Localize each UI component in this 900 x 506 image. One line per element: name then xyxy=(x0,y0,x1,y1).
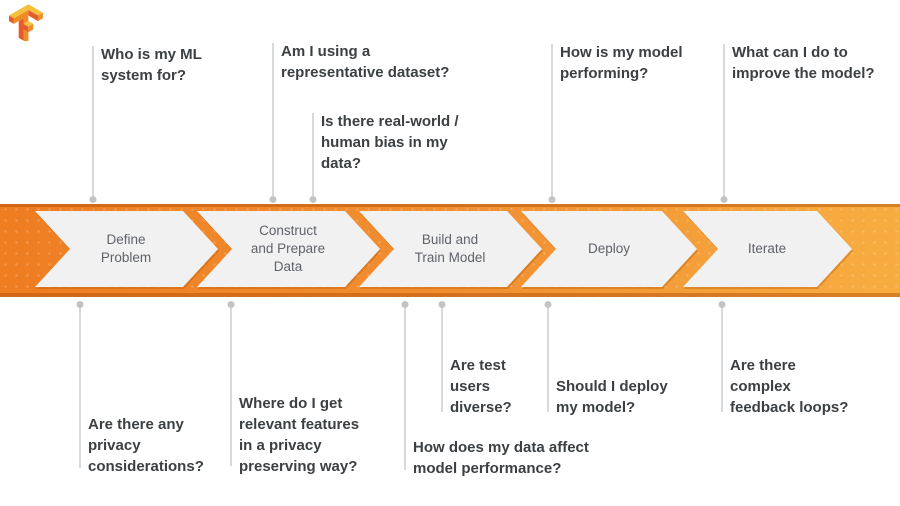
step-construct-prepare-data: Construct and Prepare Data xyxy=(250,223,326,274)
leader-dot xyxy=(227,301,235,308)
step-deploy: Deploy xyxy=(587,241,631,256)
leader-dot xyxy=(89,196,97,203)
workflow-banner: Define Problem Construct and Prepare Dat… xyxy=(0,204,900,297)
leader-line xyxy=(544,301,552,412)
question-text: How does my data affect model performanc… xyxy=(413,439,589,477)
question-text: Am I using a representative dataset? xyxy=(281,43,450,81)
step-iterate: Iterate xyxy=(747,241,787,256)
question-bottom-should-i-deploy: Should I deploy my model? xyxy=(544,301,668,418)
leader-line xyxy=(401,301,409,470)
question-text: Is there real-world / human bias in my d… xyxy=(321,113,459,172)
step-define-problem: Define Problem xyxy=(100,232,152,265)
leader-line xyxy=(438,301,446,412)
question-text: Are there complex feedback loops? xyxy=(730,357,849,416)
question-text: How is my model performing? xyxy=(560,44,683,82)
question-top-improve-model: What can I do to improve the model? xyxy=(720,42,875,203)
question-top-define-problem: Who is my ML system for? xyxy=(89,44,202,203)
leader-line xyxy=(309,113,317,203)
leader-dot xyxy=(401,301,409,308)
question-text: What can I do to improve the model? xyxy=(732,44,875,82)
leader-dot xyxy=(269,196,277,203)
question-top-human-bias: Is there real-world / human bias in my d… xyxy=(309,111,459,203)
question-bottom-privacy-considerations: Are there any privacy considerations? xyxy=(76,301,204,477)
leader-line xyxy=(227,301,235,466)
leader-line xyxy=(548,44,556,203)
tensorflow-logo-icon xyxy=(9,4,43,41)
question-top-model-performing: How is my model performing? xyxy=(548,42,683,203)
leader-line xyxy=(269,43,277,203)
question-text: Are there any privacy considerations? xyxy=(88,416,204,475)
question-text: Who is my ML system for? xyxy=(101,46,202,84)
leader-dot xyxy=(76,301,84,308)
leader-line xyxy=(76,301,84,468)
leader-line xyxy=(720,44,728,203)
question-text: Are test users diverse? xyxy=(450,357,512,416)
question-bottom-test-users-diverse: Are test users diverse? xyxy=(438,301,512,418)
leader-dot xyxy=(548,196,556,203)
leader-dot xyxy=(720,196,728,203)
question-text: Where do I get relevant features in a pr… xyxy=(239,395,360,475)
leader-dot xyxy=(718,301,726,308)
leader-dot xyxy=(438,301,446,308)
question-top-representative-dataset: Am I using a representative dataset? xyxy=(269,41,450,203)
chevron-shapes xyxy=(35,211,852,287)
question-text: Should I deploy my model? xyxy=(556,378,668,416)
question-bottom-relevant-features: Where do I get relevant features in a pr… xyxy=(227,301,360,477)
leader-line xyxy=(718,301,726,412)
question-bottom-data-affect-performance: How does my data affect model performanc… xyxy=(401,301,589,479)
step-build-train-model: Build and Train Model xyxy=(414,232,486,265)
leader-dot xyxy=(309,196,317,203)
leader-dot xyxy=(544,301,552,308)
question-bottom-feedback-loops: Are there complex feedback loops? xyxy=(718,301,849,418)
leader-line xyxy=(89,46,97,203)
